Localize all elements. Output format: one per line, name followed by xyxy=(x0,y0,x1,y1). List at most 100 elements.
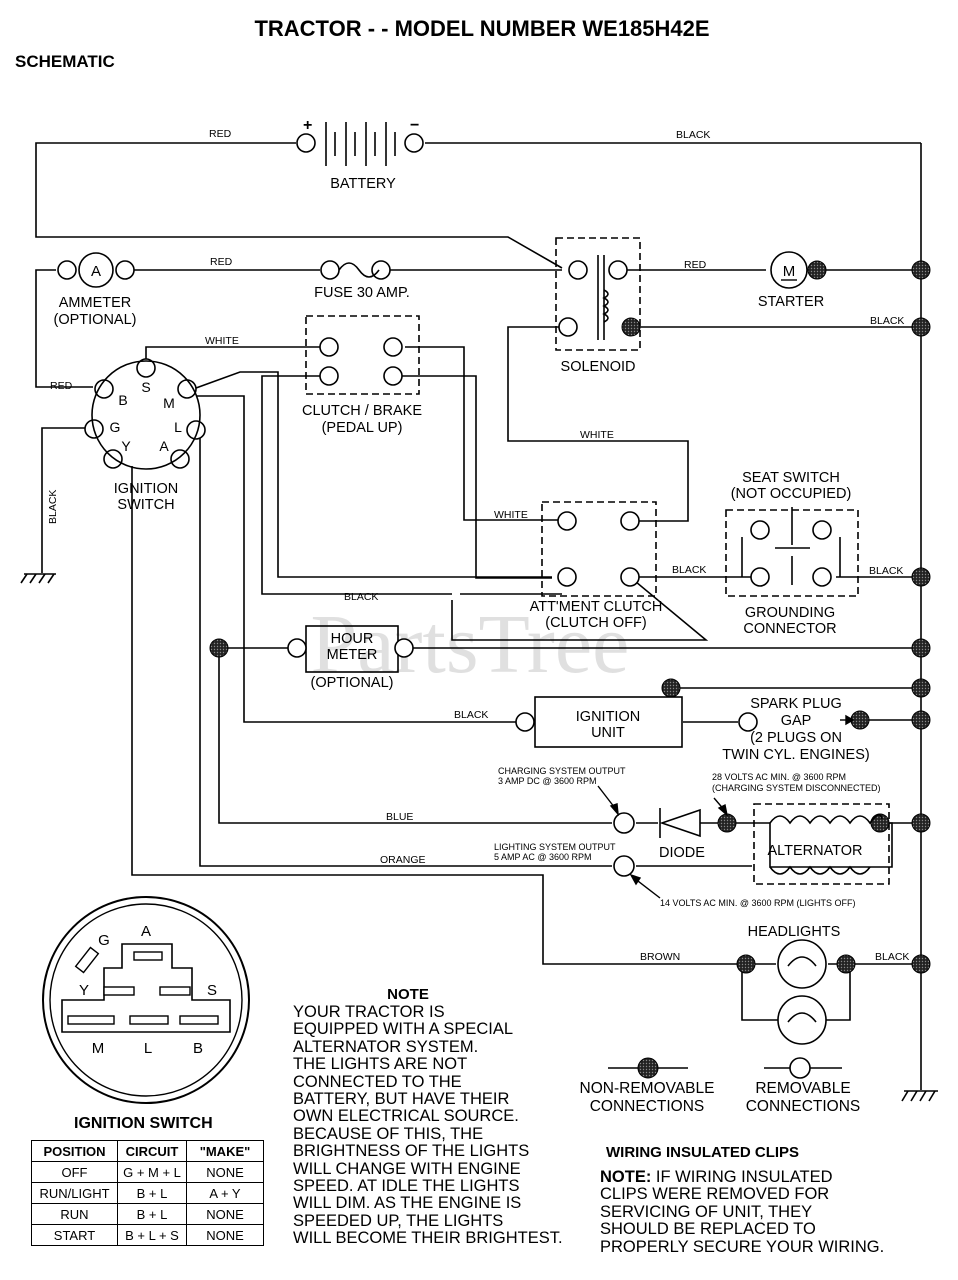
terminal-m: M xyxy=(163,395,175,411)
wire-label-red-4: RED xyxy=(50,380,73,392)
table-cell: START xyxy=(31,1224,118,1246)
meters xyxy=(78,251,808,289)
note-line: WILL DIM. AS THE ENGINE IS xyxy=(293,1194,522,1213)
ground-symbol-left xyxy=(20,573,56,584)
wire-label-black-vertical: BLACK xyxy=(47,490,59,524)
table-header: "MAKE" xyxy=(186,1140,264,1162)
page-title: TRACTOR - - MODEL NUMBER WE185H42E xyxy=(254,16,709,41)
clips-line: SHOULD BE REPLACED TO xyxy=(600,1220,816,1239)
charging-output-line-2: 3 AMP DC @ 3600 RPM xyxy=(498,776,597,786)
component-labels: + − BATTERY AMMETER (OPTIONAL) FUSE 30 A… xyxy=(54,117,870,940)
starter-motor xyxy=(770,251,808,289)
terminal-a: A xyxy=(159,438,169,454)
spark-label-1: SPARK PLUG xyxy=(750,696,842,712)
clips-line: CLIPS WERE REMOVED FOR xyxy=(600,1185,830,1204)
wire-label-white-2: WHITE xyxy=(580,429,614,441)
note-line: WILL BECOME THEIR BRIGHTEST. xyxy=(293,1229,563,1248)
note-title: NOTE xyxy=(387,986,429,1003)
terminal-s: S xyxy=(141,379,150,395)
face-label-m: M xyxy=(92,1040,105,1057)
solenoid-label: SOLENOID xyxy=(561,359,636,375)
volts28-line-1: 28 VOLTS AC MIN. @ 3600 RPM xyxy=(712,772,846,782)
lighting-output-line-2: 5 AMP AC @ 3600 RPM xyxy=(494,852,592,862)
table-cell: OFF xyxy=(31,1161,118,1183)
dashed-enclosures xyxy=(305,237,890,885)
ignition-switch-table: POSITION CIRCUIT "MAKE" OFF G + M + L NO… xyxy=(31,1140,264,1246)
grounding-label-2: CONNECTOR xyxy=(743,621,836,637)
output-annotations: CHARGING SYSTEM OUTPUT 3 AMP DC @ 3600 R… xyxy=(494,766,881,908)
wire-label-red-2: RED xyxy=(210,256,233,268)
table-row: OFF G + M + L NONE xyxy=(31,1161,264,1183)
watermark: PartsTree xyxy=(311,598,630,691)
spark-label-2: GAP xyxy=(781,713,812,729)
battery-positive: + xyxy=(303,117,312,134)
ammeter-symbol: A xyxy=(91,263,101,280)
connection-legend: NON-REMOVABLE CONNECTIONS REMOVABLE CONN… xyxy=(580,1080,861,1115)
wire-label-white-1: WHITE xyxy=(205,335,239,347)
face-label-g: G xyxy=(98,932,110,949)
note-line: SPEEDED UP, THE LIGHTS xyxy=(293,1211,504,1230)
battery-label: BATTERY xyxy=(330,176,396,192)
spark-label-4: TWIN CYL. ENGINES) xyxy=(722,747,869,763)
note-line: EQUIPPED WITH A SPECIAL xyxy=(293,1020,514,1039)
wire-label-brown: BROWN xyxy=(640,951,680,963)
schematic-subtitle: SCHEMATIC xyxy=(15,52,115,71)
removable-connections xyxy=(57,133,832,1079)
terminal-b: B xyxy=(118,392,127,408)
table-row: RUN/LIGHT B + L A + Y xyxy=(31,1182,264,1204)
wire-label-black-6: BLACK xyxy=(454,709,488,721)
table-cell: NONE xyxy=(186,1161,264,1183)
clips-title: WIRING INSULATED CLIPS xyxy=(606,1144,800,1161)
ignition-unit-box xyxy=(534,696,683,748)
wire-label-black-1: BLACK xyxy=(676,129,710,141)
wire-label-red-3: RED xyxy=(684,259,707,271)
ignition-table-title: IGNITION SWITCH xyxy=(74,1115,213,1132)
clips-line: PROPERLY SECURE YOUR WIRING. xyxy=(600,1237,885,1256)
note-line: BECAUSE OF THIS, THE xyxy=(293,1124,484,1143)
clips-line-text: IF WIRING INSULATED xyxy=(651,1168,833,1186)
battery-negative: − xyxy=(410,117,419,134)
diode-label: DIODE xyxy=(659,845,705,861)
starter-label: STARTER xyxy=(758,294,824,310)
headlight-bulbs xyxy=(777,939,827,1045)
ignition-terminal-letters: S B M G L Y A xyxy=(110,379,183,454)
terminal-l: L xyxy=(174,419,182,435)
legend-removable-1: REMOVABLE xyxy=(755,1080,850,1097)
volts28-line-2: (CHARGING SYSTEM DISCONNECTED) xyxy=(712,783,881,793)
table-cell: B + L + S xyxy=(117,1224,187,1246)
face-label-b: B xyxy=(193,1040,203,1057)
table-row: RUN B + L NONE xyxy=(31,1203,264,1225)
wire-label-black-7: BLACK xyxy=(875,951,909,963)
annotation-arrows xyxy=(597,785,729,899)
wire-label-black-2: BLACK xyxy=(870,315,904,327)
note-line: ALTERNATOR SYSTEM. xyxy=(293,1037,479,1056)
hour-meter-label-1: HOUR xyxy=(331,631,374,647)
table-cell: A + Y xyxy=(186,1182,264,1204)
note-line: WILL CHANGE WITH ENGINE xyxy=(293,1159,521,1178)
wire-label-white-3: WHITE xyxy=(494,509,528,521)
face-label-l: L xyxy=(144,1040,152,1057)
note-line: THE LIGHTS ARE NOT xyxy=(293,1055,468,1074)
table-row: START B + L + S NONE xyxy=(31,1224,264,1246)
seat-switch-label-2: (NOT OCCUPIED) xyxy=(731,486,852,502)
table-cell: RUN/LIGHT xyxy=(31,1182,118,1204)
ammeter-gauge xyxy=(78,252,114,288)
terminal-g: G xyxy=(110,419,121,435)
ignition-switch-label-2: SWITCH xyxy=(117,497,174,513)
wire-label-black-4: BLACK xyxy=(869,565,903,577)
diode-symbol xyxy=(659,808,701,838)
alternator-label: ALTERNATOR xyxy=(767,843,862,859)
spark-label-3: (2 PLUGS ON xyxy=(750,730,842,746)
wires xyxy=(35,122,922,1090)
solenoid-coil xyxy=(597,255,609,340)
table-cell: B + L xyxy=(117,1182,187,1204)
table-header-row: POSITION CIRCUIT "MAKE" xyxy=(31,1140,264,1162)
seat-switch-label-1: SEAT SWITCH xyxy=(742,470,840,486)
grounding-label-1: GROUNDING xyxy=(745,605,835,621)
clutch-brake-label-1: CLUTCH / BRAKE xyxy=(302,403,422,419)
ammeter-label-1: AMMETER xyxy=(59,295,132,311)
terminal-y: Y xyxy=(121,438,131,454)
ignition-switch-body xyxy=(91,360,201,470)
